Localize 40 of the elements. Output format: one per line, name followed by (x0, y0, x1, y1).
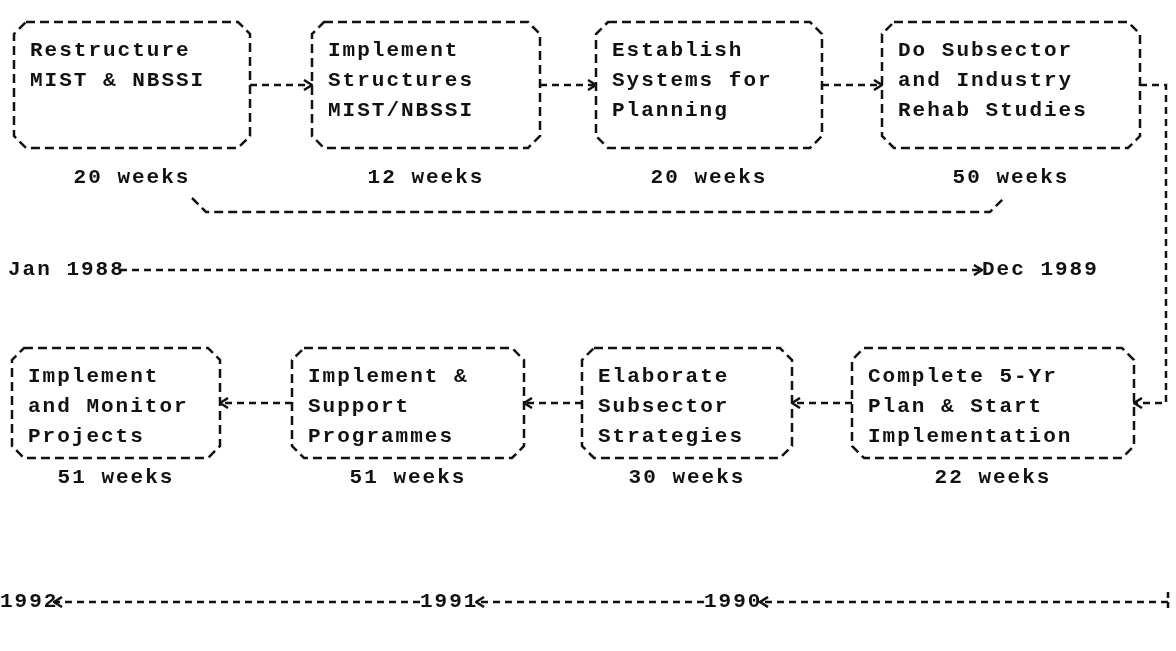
duration-label: 30 weeks (627, 466, 747, 489)
process-box (852, 348, 1134, 458)
connector-arrow (250, 78, 314, 92)
date-label: Jan 1988 (8, 258, 125, 282)
step-label: Implement Structures MIST/NBSSI (328, 38, 476, 124)
process-box (12, 348, 220, 458)
step-label: Complete 5-Yr Plan & Start Implementation (868, 364, 1074, 450)
connector-arrow (120, 263, 984, 277)
date-label: 1992 (0, 590, 59, 614)
process-box (582, 348, 792, 458)
step-label: Elaborate Subsector Strategies (598, 364, 746, 450)
connector-arrow (758, 595, 1168, 609)
step-label: Implement and Monitor Projects (28, 364, 190, 450)
duration-label: 22 weeks (933, 466, 1053, 489)
connector-arrow (822, 78, 884, 92)
step-label: Restructure MIST & NBSSI (30, 38, 207, 94)
duration-label: 20 weeks (649, 166, 769, 189)
step-label: Implement & Support Programmes (308, 364, 470, 450)
step-label: Do Subsector and Industry Rehab Studies (898, 38, 1089, 124)
duration-label: 51 weeks (56, 466, 176, 489)
duration-label: 50 weeks (951, 166, 1071, 189)
connector-arrow (790, 396, 852, 410)
connector-arrow (1132, 83, 1168, 410)
date-label: 1991 (420, 590, 479, 614)
connector-arrow (52, 595, 420, 609)
connector-arrow (522, 396, 582, 410)
connector-arrow (218, 396, 292, 410)
duration-label: 20 weeks (72, 166, 192, 189)
duration-label: 12 weeks (366, 166, 486, 189)
process-box (14, 22, 250, 148)
date-label: 1990 (704, 590, 763, 614)
duration-label: 51 weeks (348, 466, 468, 489)
step-label: Establish Systems for Planning (612, 38, 774, 124)
date-label: Dec 1989 (982, 258, 1099, 282)
process-box (882, 22, 1140, 148)
connector-arrow (474, 595, 704, 609)
process-box (292, 348, 524, 458)
connector-arrow (540, 78, 598, 92)
process-box (312, 22, 540, 148)
process-box (596, 22, 822, 148)
